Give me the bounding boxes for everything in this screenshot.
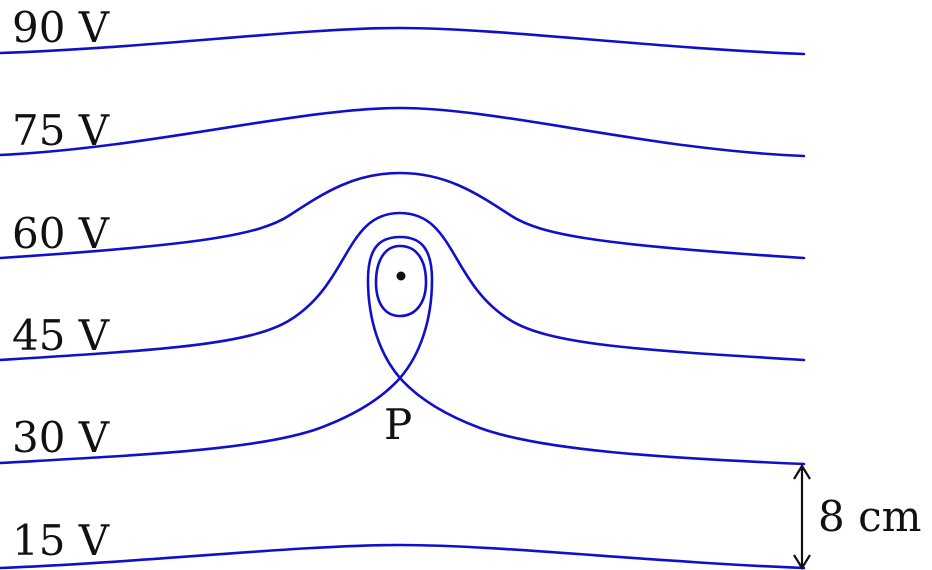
label-90v: 90 V: [12, 3, 110, 52]
label-75v: 75 V: [12, 106, 110, 155]
equipotential-90v: [0, 26, 806, 56]
label-point-p: P: [384, 400, 412, 449]
label-15v: 15 V: [12, 516, 110, 565]
equipotential-15v: [0, 543, 806, 570]
spacing-arrow: [793, 463, 811, 570]
equipotential-60v: [0, 171, 806, 260]
equipotential-45v: [0, 211, 806, 362]
label-30v: 30 V: [12, 413, 110, 462]
equipotential-75v: [0, 106, 806, 158]
label-60v: 60 V: [12, 209, 110, 258]
label-45v: 45 V: [12, 311, 110, 360]
charge-dot: [396, 271, 406, 281]
equipotential-inner-loop: [374, 244, 428, 318]
equipotential-30v-figure-eight: [0, 235, 806, 466]
label-spacing: 8 cm: [818, 492, 921, 541]
